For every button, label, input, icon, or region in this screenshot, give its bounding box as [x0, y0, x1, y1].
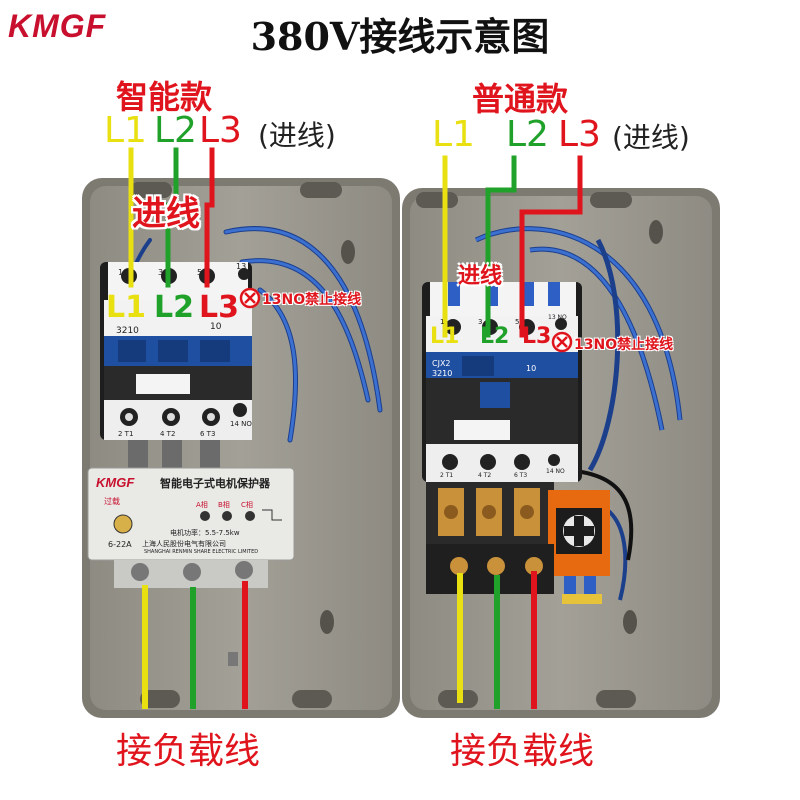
diagram-title: 380V接线示意图	[250, 14, 550, 59]
protector-name: 智能电子式电机保护器	[160, 477, 270, 490]
smart-code-5: 5	[197, 268, 203, 277]
smart-terminal-l3: L3	[199, 290, 239, 325]
smart-phase-l2: L2	[154, 110, 197, 151]
standard-terminal-l3: L3	[522, 324, 552, 349]
brand-logo: KMGF	[8, 8, 107, 44]
smart-bottom-code-4: 14 NO	[230, 420, 252, 428]
smart-phase-l1: L1	[104, 110, 147, 151]
protector-range: 6-22A	[108, 540, 132, 549]
standard-phase-l2: L2	[506, 114, 549, 155]
standard-warning-text: 13NO禁止接线	[574, 337, 674, 353]
protector-overload: 过载	[104, 497, 120, 506]
smart-bottom-code-1: 2 T1	[118, 430, 134, 438]
standard-inlet-label: 进线	[458, 264, 503, 289]
standard-terminal-l1: L1	[430, 324, 460, 349]
smart-inlet-label: 进线	[132, 194, 200, 234]
standard-load-label: 接负载线	[450, 731, 595, 772]
warning-x-icon-right	[551, 331, 573, 353]
standard-bottom-code-4: 14 NO	[546, 468, 565, 475]
protector-phase-c: C相	[241, 501, 253, 509]
left-protector	[87, 467, 295, 588]
smart-load-label: 接负载线	[116, 731, 261, 772]
left-phase-wires	[128, 147, 248, 709]
smart-heading: 智能款	[116, 78, 213, 116]
smart-phase-l3: L3	[199, 110, 242, 151]
protector-power: 电机功率：5.5-7.5kw	[170, 529, 240, 537]
protector-brand: KMGF	[96, 475, 135, 490]
standard-inlet-note: (进线)	[612, 121, 690, 154]
standard-code-13: 13 NO	[548, 314, 567, 321]
right-phase-wires	[442, 155, 583, 709]
standard-phase-l1: L1	[432, 114, 475, 155]
smart-bottom-code-2: 4 T2	[160, 430, 176, 438]
smart-model: 3210	[116, 326, 139, 336]
standard-bottom-code-3: 6 T3	[514, 472, 528, 479]
protector-company: 上海人民股份电气有限公司	[142, 540, 226, 548]
protector-phase-b: B相	[218, 501, 230, 509]
smart-terminal-l1: L1	[106, 290, 146, 325]
right-thermal-relay	[426, 482, 610, 604]
standard-heading: 普通款	[472, 80, 569, 118]
protector-phase-a: A相	[196, 501, 208, 509]
standard-code-5: 5	[515, 318, 520, 326]
smart-bottom-code-3: 6 T3	[200, 430, 216, 438]
standard-aux: 10	[526, 364, 537, 373]
smart-code-13: 13	[236, 262, 247, 271]
smart-code-1: 1	[118, 268, 124, 277]
standard-code-3: 3	[478, 318, 483, 326]
protector-company-en: SHANGHAI RENMIN SHARE ELECTRIC LIMITED	[144, 549, 259, 555]
smart-aux: 10	[210, 322, 222, 332]
standard-model: 3210	[432, 369, 453, 378]
standard-bottom-code-2: 4 T2	[478, 472, 492, 479]
standard-model-top: CJX2	[432, 359, 451, 368]
standard-terminal-l2: L2	[480, 324, 510, 349]
standard-bottom-code-1: 2 T1	[440, 472, 454, 479]
smart-inlet-note: (进线)	[258, 119, 336, 152]
warning-x-icon-left	[239, 287, 261, 309]
standard-code-1: 1	[440, 318, 445, 326]
smart-warning-text: 13NO禁止接线	[262, 292, 362, 308]
smart-terminal-l2: L2	[154, 290, 194, 325]
standard-phase-l3: L3	[558, 114, 601, 155]
smart-code-3: 3	[158, 268, 164, 277]
